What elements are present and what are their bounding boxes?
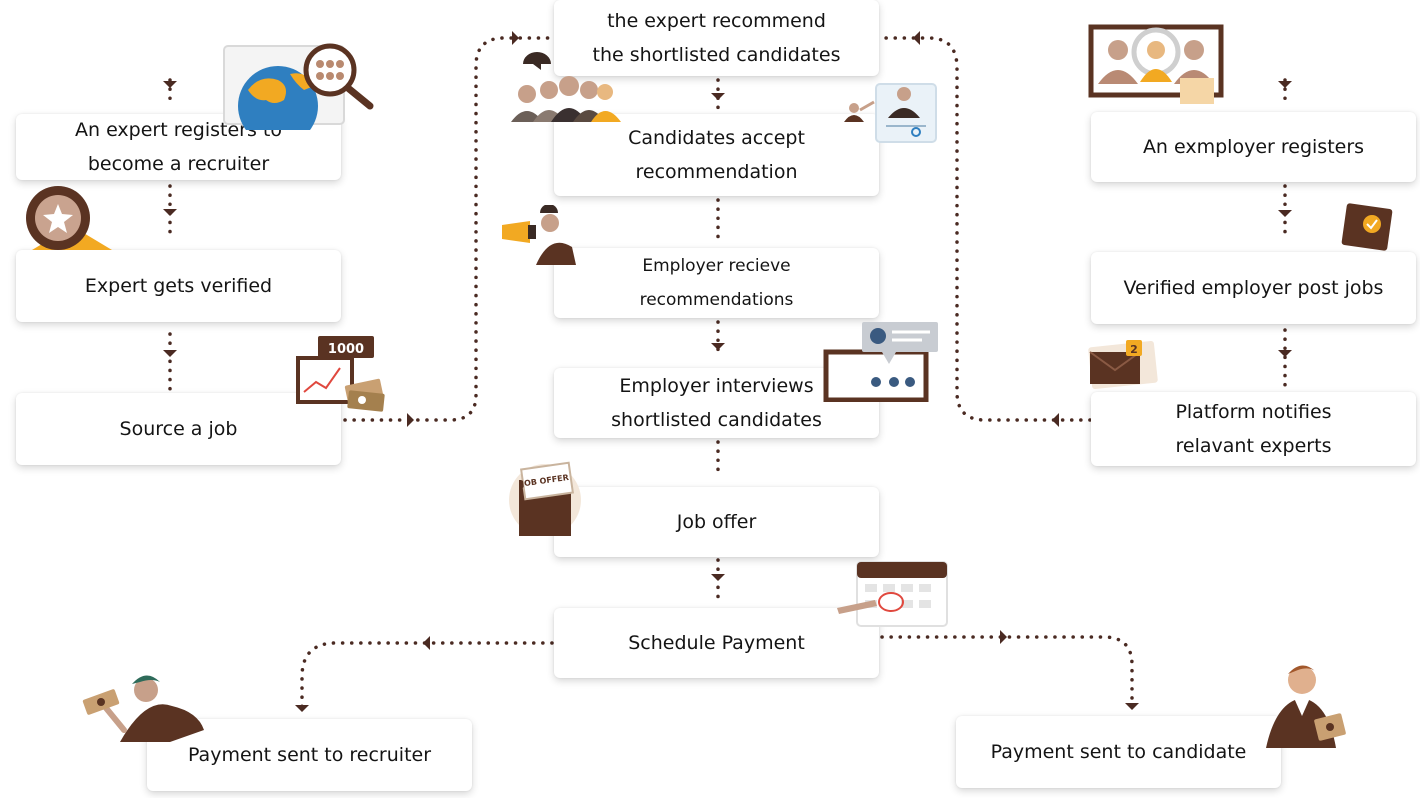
arrowhead (1125, 703, 1139, 710)
node-employer-receive: Employer recieve recommendations (554, 248, 879, 318)
profile-card-icon (844, 83, 937, 143)
job-offer-envelope-icon: JOB OFFER (509, 461, 581, 536)
arrowhead (512, 31, 519, 45)
node-expert-verified: Expert gets verified (16, 250, 341, 322)
notification-count: 2 (1130, 343, 1138, 356)
arrowhead (1278, 81, 1292, 88)
edge-schedule-to-candidate (880, 635, 1134, 712)
node-platform-notifies: Platform notifies relavant experts (1091, 392, 1416, 466)
node-source-job: Source a job (16, 393, 341, 465)
node-label: Payment sent to recruiter (187, 744, 432, 766)
node-employer-interviews: Employer interviews shortlisted candidat… (554, 368, 879, 438)
arrowhead (1000, 630, 1007, 644)
arrowhead (1278, 350, 1292, 357)
arrowhead (711, 574, 725, 581)
globe-search-icon (223, 43, 374, 130)
arrowhead (913, 31, 920, 45)
arrowhead (1052, 413, 1059, 427)
node-label: Platform notifies (1175, 401, 1332, 423)
edge-source-to-recommend (343, 36, 552, 422)
node-employer-registers: An exmployer registers (1091, 112, 1416, 182)
monitor-employer-icon (1088, 24, 1224, 104)
node-label: An exmployer registers (1142, 136, 1365, 158)
verified-folder-icon (1341, 203, 1393, 251)
candidates-group-icon (511, 52, 621, 122)
node-label: the shortlisted candidates (592, 44, 841, 66)
email-notification-icon: 2 (1088, 340, 1158, 390)
arrowhead (1278, 210, 1292, 217)
arrowhead (711, 93, 725, 100)
node-label: recommendations (639, 290, 794, 310)
node-label: Source a job (119, 418, 238, 440)
money-tag-label: 1000 (328, 342, 364, 357)
node-schedule-payment: Schedule Payment (554, 608, 879, 678)
edge-schedule-to-recruiter (300, 641, 554, 714)
arrowhead (163, 209, 177, 216)
node-label: Job offer (676, 511, 757, 533)
node-job-offer: Job offer (554, 487, 879, 557)
node-expert-recommend: the expert recommend the shortlisted can… (554, 0, 879, 76)
arrowhead (163, 81, 177, 88)
node-label: Expert gets verified (84, 275, 273, 297)
node-candidates-accept: Candidates accept recommendation (554, 114, 879, 196)
arrowhead (423, 636, 430, 650)
node-payment-recruiter: Payment sent to recruiter (147, 719, 472, 791)
node-label: become a recruiter (87, 153, 270, 175)
node-label: Schedule Payment (628, 632, 805, 654)
node-employer-post-jobs: Verified employer post jobs (1091, 252, 1416, 324)
video-interview-icon (823, 322, 938, 402)
arrowhead (407, 413, 414, 427)
node-label: Candidates accept (628, 127, 805, 149)
node-label: relavant experts (1175, 435, 1332, 457)
edge-notify-to-recommend (878, 36, 1092, 422)
node-label: recommendation (635, 161, 798, 183)
node-label: Payment sent to candidate (990, 741, 1247, 763)
arrowhead (295, 705, 309, 712)
megaphone-icon (502, 205, 576, 265)
node-label: Employer interviews (619, 375, 814, 397)
arrowhead (163, 350, 177, 357)
recruiter-with-cash-icon (82, 675, 204, 742)
calendar-icon (837, 561, 948, 627)
candidate-with-cash-icon (1266, 665, 1346, 748)
verified-badge-icon (26, 186, 112, 250)
arrowhead (711, 343, 725, 350)
node-payment-candidate: Payment sent to candidate (956, 716, 1281, 788)
node-label: shortlisted candidates (611, 409, 822, 431)
money-chart-icon: 1000 (296, 336, 385, 412)
node-label: the expert recommend (607, 10, 826, 32)
node-expert-registers: An expert registers to become a recruite… (16, 114, 341, 180)
node-label: Employer recieve (642, 256, 791, 276)
node-label: Verified employer post jobs (1123, 277, 1384, 299)
